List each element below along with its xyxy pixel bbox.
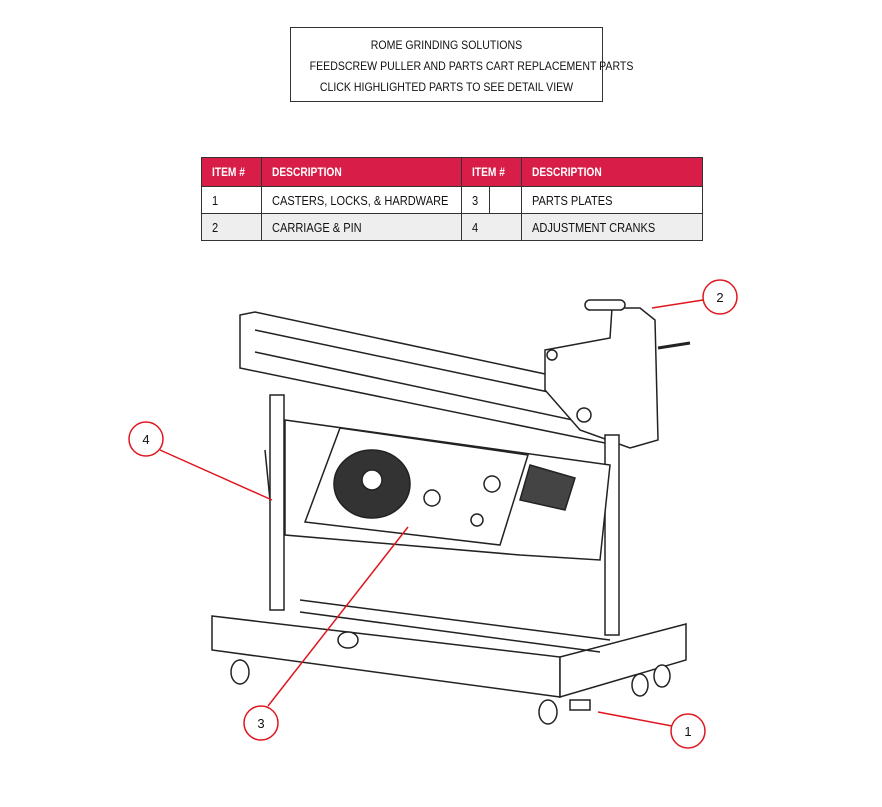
callout-1[interactable]: 1: [670, 713, 706, 749]
item-number: 3: [472, 192, 479, 208]
instructions: CLICK HIGHLIGHTED PARTS TO SEE DETAIL VI…: [319, 80, 574, 94]
callout-2[interactable]: 2: [702, 279, 738, 315]
casters[interactable]: [230, 631, 671, 725]
cart-drawing: [211, 299, 691, 725]
table-row[interactable]: 4 ADJUSTMENT CRANKS: [461, 213, 704, 241]
callout-label: 2: [716, 290, 723, 305]
carriage[interactable]: [544, 299, 691, 449]
item-description: CARRIAGE & PIN: [271, 219, 362, 235]
col-item: ITEM #: [212, 165, 245, 179]
parts-plates[interactable]: [303, 427, 576, 546]
table-row[interactable]: 3 PARTS PLATES: [461, 186, 704, 214]
col-item: ITEM #: [472, 165, 505, 179]
parts-table-right: ITEM # DESCRIPTION 3 PARTS PLATES 4 ADJUSTM…: [461, 157, 704, 241]
table-row[interactable]: 1 CASTERS, LOCKS, & HARDWARE: [201, 186, 491, 214]
item-description: ADJUSTMENT CRANKS: [531, 219, 655, 235]
title-box: ROME GRINDING SOLUTIONS FEEDSCREW PULLER…: [290, 27, 634, 102]
item-description: CASTERS, LOCKS, & HARDWARE: [271, 192, 449, 208]
base-front: [211, 615, 561, 698]
item-description: PARTS PLATES: [531, 192, 613, 208]
col-description: DESCRIPTION: [271, 165, 342, 179]
callout-label: 1: [684, 724, 691, 739]
callout-4[interactable]: 4: [128, 421, 164, 457]
company-name: ROME GRINDING SOLUTIONS: [370, 38, 523, 52]
callout-label: 4: [142, 432, 149, 447]
item-number: 1: [212, 192, 219, 208]
col-description: DESCRIPTION: [531, 165, 602, 179]
page-subtitle: FEEDSCREW PULLER AND PARTS CART REPLACEM…: [309, 59, 634, 73]
parts-table-left: ITEM # DESCRIPTION 1 CASTERS, LOCKS, & HAR…: [201, 157, 491, 241]
table-row[interactable]: 2 CARRIAGE & PIN: [201, 213, 491, 241]
callout-3[interactable]: 3: [243, 705, 279, 741]
callout-label: 3: [257, 716, 264, 731]
item-number: 4: [472, 219, 479, 235]
item-number: 2: [212, 219, 219, 235]
